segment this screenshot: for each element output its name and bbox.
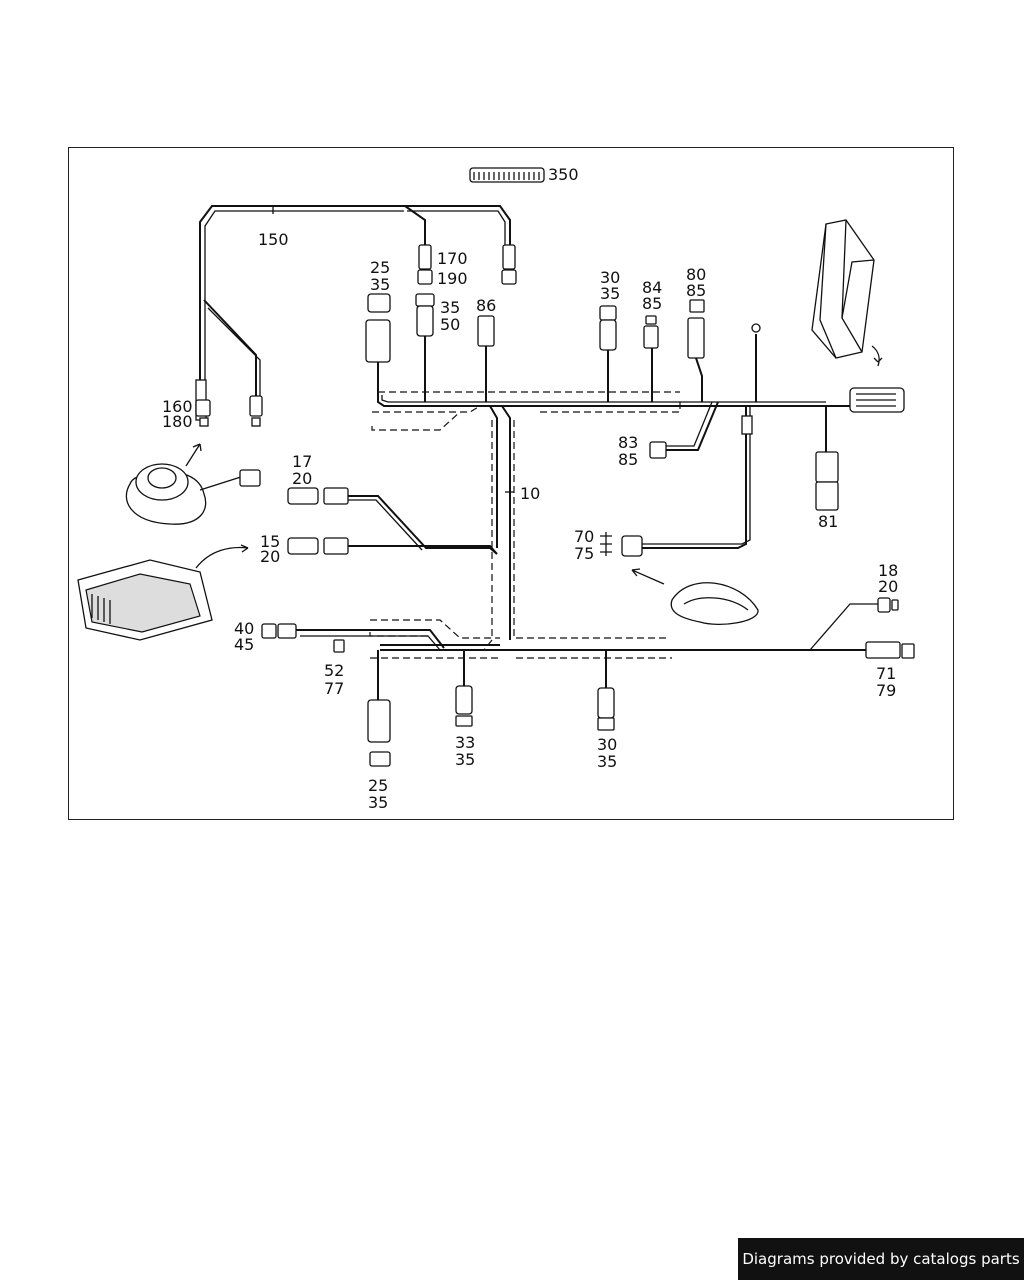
label-30-top: 30 bbox=[600, 268, 620, 287]
label-20-third: 20 bbox=[878, 577, 898, 596]
label-17: 17 bbox=[292, 452, 312, 471]
label-40: 40 bbox=[234, 619, 254, 638]
label-86: 86 bbox=[476, 296, 496, 315]
footer-credit-badge: Diagrams provided by catalogs parts bbox=[738, 1238, 1024, 1280]
label-190: 190 bbox=[437, 269, 468, 288]
label-77: 77 bbox=[324, 679, 344, 698]
label-35-third: 35 bbox=[600, 284, 620, 303]
part-83-connector bbox=[649, 401, 719, 459]
label-75: 75 bbox=[574, 544, 594, 563]
control-unit-box bbox=[77, 544, 249, 641]
label-81: 81 bbox=[818, 512, 838, 531]
dome-sensor-component bbox=[631, 568, 759, 625]
label-85-first: 85 bbox=[642, 294, 662, 313]
label-10: 10 bbox=[520, 484, 540, 503]
blower-motor-component bbox=[125, 443, 261, 525]
label-20-first: 20 bbox=[292, 469, 312, 488]
mid-left-connectors bbox=[287, 487, 498, 555]
footer-credit-text: Diagrams provided by catalogs parts bbox=[742, 1250, 1020, 1268]
label-52: 52 bbox=[324, 661, 344, 680]
label-35-top: 35 bbox=[370, 275, 390, 294]
label-35-fifth: 35 bbox=[597, 752, 617, 771]
label-20-second: 20 bbox=[260, 547, 280, 566]
label-85-third: 85 bbox=[618, 450, 638, 469]
part-81-connector bbox=[815, 406, 839, 511]
control-module-right bbox=[811, 219, 905, 413]
label-71: 71 bbox=[876, 664, 896, 683]
label-35-second: 35 bbox=[440, 298, 460, 317]
label-25-bottom: 25 bbox=[368, 776, 388, 795]
part-10-main-harness bbox=[369, 391, 904, 659]
label-70: 70 bbox=[574, 527, 594, 546]
label-15: 15 bbox=[260, 532, 280, 551]
label-33: 33 bbox=[455, 733, 475, 752]
label-83: 83 bbox=[618, 433, 638, 452]
label-150: 150 bbox=[258, 230, 289, 249]
label-50: 50 bbox=[440, 315, 460, 334]
bottom-left-connectors bbox=[261, 623, 445, 653]
part-350-connector-strip bbox=[469, 167, 545, 183]
label-160: 160 bbox=[162, 397, 193, 416]
part-150-upper-harness bbox=[195, 205, 517, 427]
label-25-top: 25 bbox=[370, 258, 390, 277]
label-18: 18 bbox=[878, 561, 898, 580]
label-85-second: 85 bbox=[686, 281, 706, 300]
part-70-connector bbox=[600, 406, 753, 557]
label-84: 84 bbox=[642, 278, 662, 297]
label-170: 170 bbox=[437, 249, 468, 268]
bottom-branch-connectors bbox=[367, 650, 615, 767]
label-45: 45 bbox=[234, 635, 254, 654]
label-79: 79 bbox=[876, 681, 896, 700]
label-35-fourth: 35 bbox=[455, 750, 475, 769]
top-branch-connectors bbox=[365, 293, 761, 402]
diagram-frame bbox=[68, 147, 954, 820]
bottom-right-connectors bbox=[865, 597, 915, 659]
label-180: 180 bbox=[162, 412, 193, 431]
label-80: 80 bbox=[686, 265, 706, 284]
label-35-sixth: 35 bbox=[368, 793, 388, 812]
label-30-bottom: 30 bbox=[597, 735, 617, 754]
label-350: 350 bbox=[548, 165, 579, 184]
